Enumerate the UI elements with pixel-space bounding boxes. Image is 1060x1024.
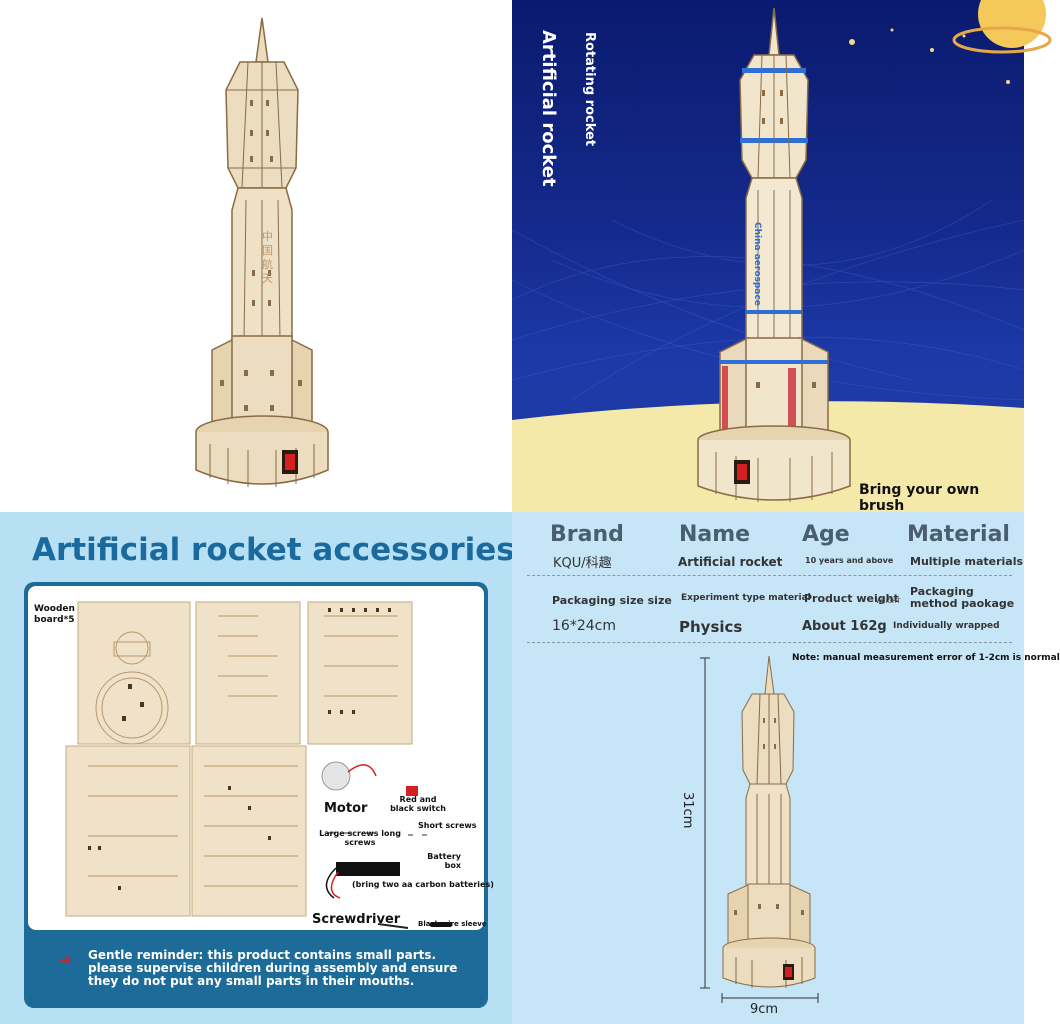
weight-heading: Product weight xyxy=(804,592,899,605)
height-dimension: 31cm xyxy=(680,792,695,829)
caption-bring-brush: Bring your own brush xyxy=(859,482,980,514)
wooden-boards-illustration xyxy=(65,601,452,929)
gentle-reminder-text: Gentle reminder: this product contains s… xyxy=(88,948,458,988)
name-heading: Name xyxy=(679,522,751,547)
accessories-panel: Artificial rocket accessories Wooden boa… xyxy=(0,512,515,1024)
switch-graphic xyxy=(406,786,418,796)
battery-box-label: Battery box xyxy=(427,852,461,870)
battery-note-label: (bring two aa carbon batteries) xyxy=(352,880,494,889)
motor-graphic xyxy=(321,761,351,791)
material-heading: Material xyxy=(907,522,1010,547)
measurement-note: Note: manual measurement error of 1-2cm … xyxy=(792,653,1060,663)
wooden-board-label: Wooden board*5 xyxy=(34,604,75,625)
brand-value: KQU/科趣 xyxy=(553,556,612,571)
large-screws-label: Large screws long screws xyxy=(319,829,401,847)
pack-size-value: 16*24cm xyxy=(552,618,616,634)
short-screws-label: Short screws xyxy=(418,821,477,830)
switch-label: Red and black switch xyxy=(390,795,446,813)
specs-panel: Brand KQU/科趣 Name Artificial rocket Age … xyxy=(512,512,1060,1024)
night-scene-panel: Rotating rocket Artificial rocket China … xyxy=(511,0,1052,514)
exp-type-value: Physics xyxy=(679,618,743,636)
wooden-rocket-illustration xyxy=(195,17,329,487)
age-value: 10 years and above xyxy=(805,556,894,565)
product-photo-panel: 中国航天 xyxy=(0,0,512,512)
brand-heading: Brand xyxy=(550,522,624,547)
wire-sleeve-label: Black wire sleeve xyxy=(418,920,487,928)
weight-value: About 162g xyxy=(802,619,887,634)
accessories-title: Artificial rocket accessories xyxy=(32,532,515,568)
screwdriver-label: Screwdriver xyxy=(312,912,401,927)
spec-divider-1 xyxy=(527,575,1012,576)
material-value: Multiple materials xyxy=(910,555,1024,568)
age-heading: Age xyxy=(802,522,850,547)
spec-divider-2 xyxy=(527,642,1012,643)
pack-size-heading: Packaging size size xyxy=(552,594,672,607)
rocket-aerospace-text: China aerospace xyxy=(752,222,762,306)
dimension-lines xyxy=(700,657,819,1003)
measured-rocket-illustration xyxy=(722,655,816,988)
motor-label: Motor xyxy=(324,801,368,816)
planet-graphic xyxy=(978,0,1046,48)
battery-box-graphic xyxy=(336,862,400,876)
rocket-chinese-label: 中国航天 xyxy=(262,230,273,285)
title-artificial-rocket: Artificial rocket xyxy=(538,30,559,187)
title-rotating-rocket: Rotating rocket xyxy=(582,32,597,147)
screwdriver-graphic xyxy=(377,923,409,929)
night-scene-background xyxy=(511,0,1052,512)
width-dimension: 9cm xyxy=(750,1002,779,1017)
weight-tag: WEIGHT xyxy=(876,598,901,605)
pack-method-value: Individually wrapped xyxy=(893,621,1000,631)
name-value: Artificial rocket xyxy=(678,555,783,569)
pack-method-heading: Packaging method paokage xyxy=(910,585,1015,610)
arrow-icon: ➔ xyxy=(58,950,72,969)
exp-type-heading: Experiment type material xyxy=(681,593,811,603)
